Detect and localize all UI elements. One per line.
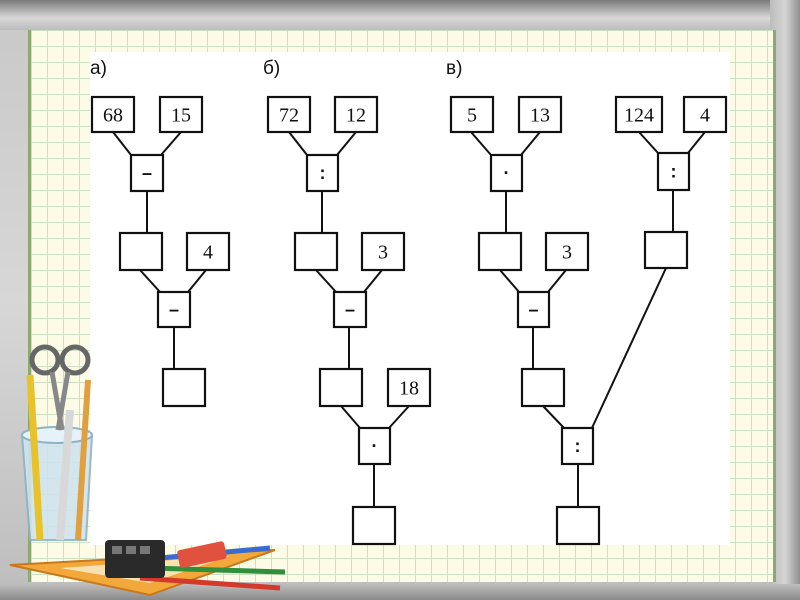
box-value: 4 <box>203 242 213 264</box>
operator-symbol: – <box>169 300 179 320</box>
box-outline <box>295 233 337 270</box>
number-box: 4 <box>187 233 229 270</box>
stationery-clipart <box>0 340 290 600</box>
box-value: 4 <box>700 105 710 127</box>
box-outline <box>120 233 162 270</box>
box-value: 3 <box>562 242 572 264</box>
number-box: 124 <box>616 97 662 132</box>
part-c-label: в) <box>446 58 462 79</box>
number-box: 4 <box>684 97 726 132</box>
scissors-icon <box>32 347 58 373</box>
number-box: 15 <box>160 97 202 132</box>
empty-answer-box <box>353 507 395 544</box>
number-box: 3 <box>362 233 404 270</box>
operator-symbol: – <box>142 163 152 183</box>
operation-box: – <box>334 292 366 327</box>
box-outline <box>645 232 687 268</box>
empty-answer-box <box>479 233 521 270</box>
empty-answer-box <box>645 232 687 268</box>
box-value: 72 <box>279 105 299 127</box>
calculator-icon <box>105 540 165 578</box>
operation-box: : <box>658 153 689 190</box>
box-value: 12 <box>346 105 366 127</box>
box-outline <box>353 507 395 544</box>
part-b-label: б) <box>263 58 280 79</box>
empty-answer-box <box>320 369 362 406</box>
operation-box: : <box>562 428 593 464</box>
operation-box: – <box>131 155 163 191</box>
box-value: 3 <box>378 242 388 264</box>
empty-answer-box <box>295 233 337 270</box>
operator-symbol: · <box>504 163 510 183</box>
operation-box: – <box>158 292 190 327</box>
empty-answer-box <box>522 369 564 406</box>
operation-box: – <box>518 292 549 327</box>
empty-answer-box <box>120 233 162 270</box>
number-box: 18 <box>388 369 430 406</box>
part-a-label: а) <box>90 58 107 79</box>
operator-symbol: – <box>345 300 355 320</box>
operation-box: · <box>359 428 390 464</box>
box-value: 5 <box>467 105 477 127</box>
box-value: 13 <box>530 105 550 127</box>
operator-symbol: : <box>671 162 677 182</box>
box-outline <box>557 507 599 544</box>
box-value: 68 <box>103 105 123 127</box>
box-value: 124 <box>624 105 654 127</box>
number-box: 12 <box>335 97 377 132</box>
number-box: 68 <box>92 97 134 132</box>
box-outline <box>320 369 362 406</box>
box-outline <box>522 369 564 406</box>
box-value: 15 <box>171 105 191 127</box>
box-outline <box>479 233 521 270</box>
operator-symbol: : <box>575 436 581 456</box>
operator-symbol: : <box>320 163 326 183</box>
operator-symbol: – <box>528 300 538 320</box>
operation-box: · <box>491 155 522 191</box>
number-box: 3 <box>546 233 588 270</box>
number-box: 72 <box>268 97 310 132</box>
number-box: 5 <box>451 97 493 132</box>
number-box: 13 <box>519 97 561 132</box>
box-value: 18 <box>399 378 419 400</box>
operator-symbol: · <box>372 436 378 456</box>
operation-box: : <box>307 155 338 191</box>
empty-answer-box <box>557 507 599 544</box>
